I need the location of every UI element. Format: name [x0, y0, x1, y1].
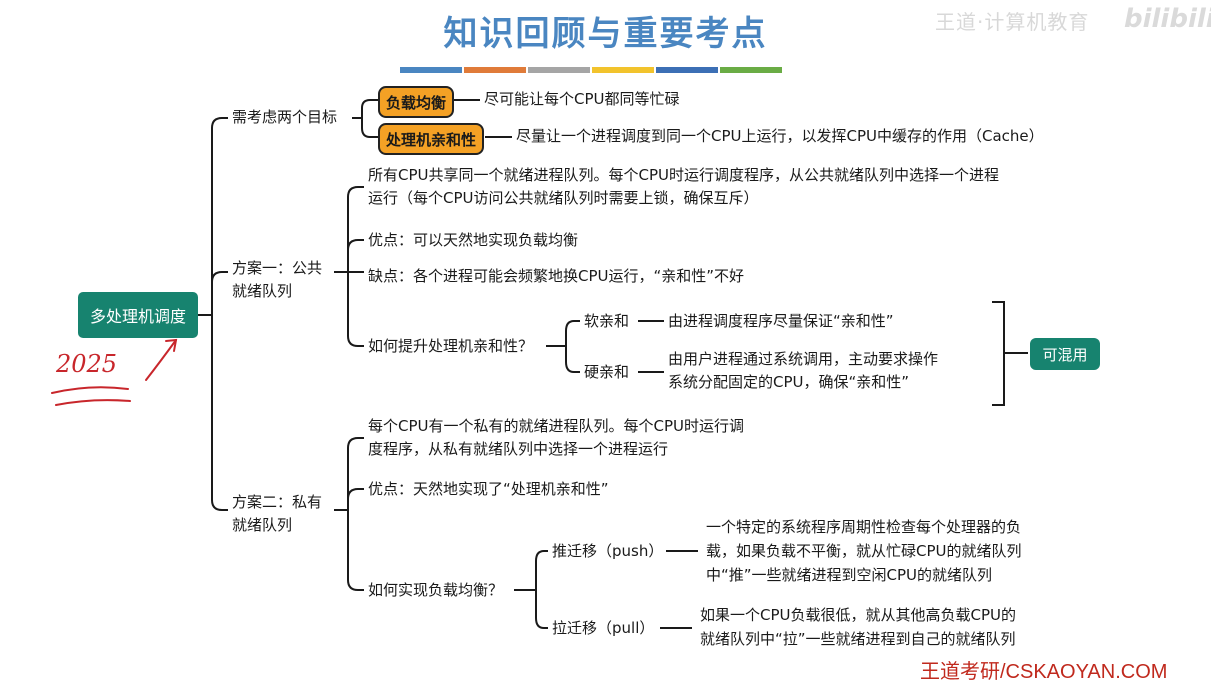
- pull-migration-desc-line1: 如果一个CPU负载很低，就从其他高负载CPU的: [700, 606, 1016, 624]
- scheme1-desc-line2: 运行（每个CPU访问公共就绪队列时需要上锁，确保互斥）: [368, 189, 759, 207]
- soft-affinity-name: 软亲和: [584, 312, 630, 330]
- scheme1-label-line1: 方案一：公共: [232, 259, 323, 277]
- color-bar-6: [720, 67, 782, 73]
- hard-affinity-desc-line2: 系统分配固定的CPU，确保“亲和性”: [668, 373, 910, 391]
- color-bar-1: [400, 67, 462, 73]
- scheme1-label-line2: 就绪队列: [232, 282, 293, 300]
- scheme2-label-line2: 就绪队列: [232, 516, 293, 534]
- goal-affinity-tag: 处理机亲和性: [378, 123, 485, 155]
- color-bar-4: [592, 67, 654, 73]
- handwritten-year: 2025: [56, 350, 118, 378]
- push-migration-desc-line1: 一个特定的系统程序周期性检查每个处理器的负: [706, 518, 1022, 536]
- bilibili-watermark-logo: bilibili: [1124, 4, 1211, 34]
- hard-affinity-name: 硬亲和: [584, 363, 630, 381]
- watermark-text: 王道·计算机教育: [935, 10, 1090, 34]
- scheme1-improve-label: 如何提升处理机亲和性？: [368, 337, 534, 355]
- pull-migration-name: 拉迁移（pull）: [552, 619, 655, 637]
- goal-load-balance-tag: 负载均衡: [378, 86, 455, 118]
- root-node: 多处理机调度: [78, 292, 198, 338]
- footer-brand: 王道考研/CSKAOYAN.COM: [920, 661, 1168, 683]
- goals-label: 需考虑两个目标: [232, 108, 338, 126]
- mixable-badge: 可混用: [1030, 338, 1100, 370]
- goal-load-balance-desc: 尽可能让每个CPU都同等忙碌: [484, 90, 680, 108]
- scheme1-desc-line1: 所有CPU共享同一个就绪进程队列。每个CPU时运行调度程序，从公共就绪队列中选择…: [368, 166, 1000, 184]
- push-migration-desc-line3: 中“推”一些就绪进程到空闲CPU的就绪队列: [706, 566, 993, 584]
- scheme1-con: 缺点：各个进程可能会频繁地换CPU运行，“亲和性”不好: [368, 267, 745, 285]
- scheme2-pro: 优点：天然地实现了“处理机亲和性”: [368, 480, 609, 498]
- scheme2-balance-label: 如何实现负载均衡？: [368, 581, 504, 599]
- color-bar-3: [528, 67, 590, 73]
- pull-migration-desc-line2: 就绪队列中“拉”一些就绪进程到自己的就绪队列: [700, 630, 1016, 648]
- scheme2-desc-line2: 度程序，从私有就绪队列中选择一个进程运行: [368, 440, 669, 458]
- hard-affinity-desc-line1: 由用户进程通过系统调用，主动要求操作: [668, 350, 939, 368]
- soft-affinity-desc: 由进程调度程序尽量保证“亲和性”: [668, 312, 894, 330]
- push-migration-name: 推迁移（push）: [552, 542, 664, 560]
- color-bar-2: [464, 67, 526, 73]
- goal-affinity-desc: 尽量让一个进程调度到同一个CPU上运行，以发挥CPU中缓存的作用（Cache）: [516, 127, 1044, 145]
- scheme1-pro: 优点：可以天然地实现负载均衡: [368, 231, 579, 249]
- page-title: 知识回顾与重要考点: [443, 14, 768, 54]
- scheme2-desc-line1: 每个CPU有一个私有的就绪进程队列。每个CPU时运行调: [368, 417, 744, 435]
- push-migration-desc-line2: 载，如果负载不平衡，就从忙碌CPU的就绪队列: [706, 542, 1022, 560]
- scheme2-label-line1: 方案二：私有: [232, 493, 323, 511]
- color-bar-5: [656, 67, 718, 73]
